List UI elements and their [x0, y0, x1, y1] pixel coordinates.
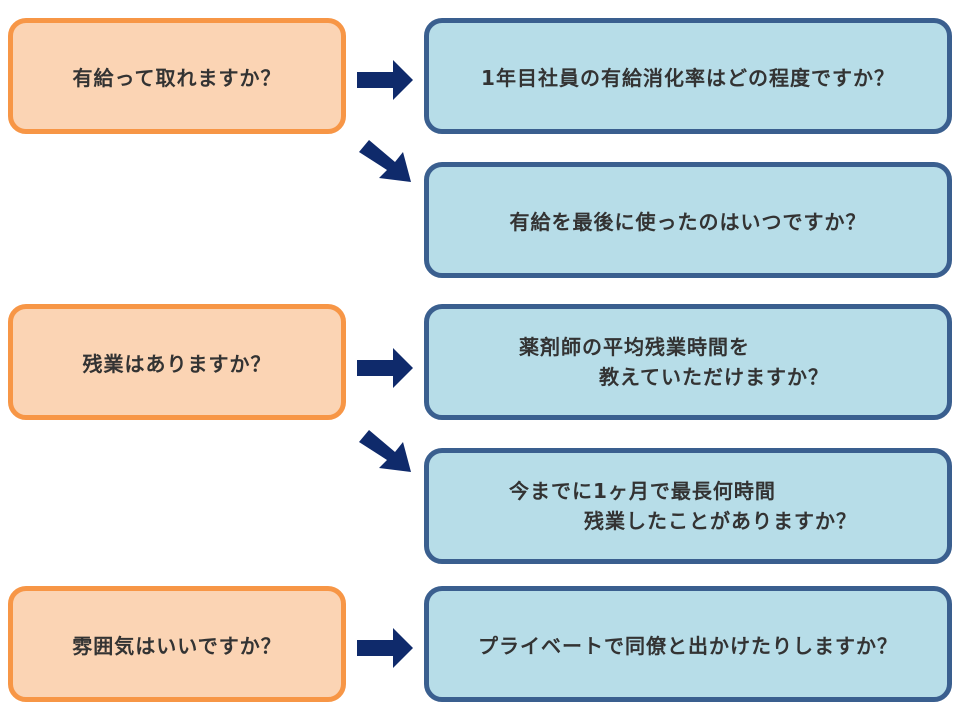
detail-box-leave-rate: 1年目社員の有給消化率はどの程度ですか？: [424, 18, 952, 134]
question-box-atmosphere: 雰囲気はいいですか？: [8, 586, 346, 702]
question-text: 雰囲気はいいですか？: [72, 633, 282, 658]
question-text: 残業はありますか？: [82, 351, 272, 376]
diagonal-arrow-icon: [359, 430, 411, 472]
detail-box-average-overtime: 薬剤師の平均残業時間を 教えていただけますか？: [424, 304, 952, 420]
detail-text: 1年目社員の有給消化率はどの程度ですか？: [481, 65, 895, 90]
detail-text-line2: 残業したことがありますか？: [584, 509, 857, 533]
right-arrow-icon: [357, 60, 413, 100]
question-box-paid-leave: 有給って取れますか？: [8, 18, 346, 134]
detail-text-line1: 今までに1ヶ月で最長何時間: [509, 479, 776, 503]
detail-text-line2: 教えていただけますか？: [599, 365, 829, 389]
diagonal-arrow-icon: [359, 140, 411, 182]
detail-text: 有給を最後に使ったのはいつですか？: [509, 209, 867, 234]
detail-text: プライベートで同僚と出かけたりしますか？: [478, 633, 898, 658]
question-text: 有給って取れますか？: [72, 65, 282, 90]
detail-box-colleagues: プライベートで同僚と出かけたりしますか？: [424, 586, 952, 702]
right-arrow-icon: [357, 628, 413, 668]
detail-box-last-leave: 有給を最後に使ったのはいつですか？: [424, 162, 952, 278]
detail-text-line1: 薬剤師の平均残業時間を: [519, 335, 750, 359]
detail-box-max-overtime: 今までに1ヶ月で最長何時間 残業したことがありますか？: [424, 448, 952, 564]
right-arrow-icon: [357, 348, 413, 388]
question-box-overtime: 残業はありますか？: [8, 304, 346, 420]
